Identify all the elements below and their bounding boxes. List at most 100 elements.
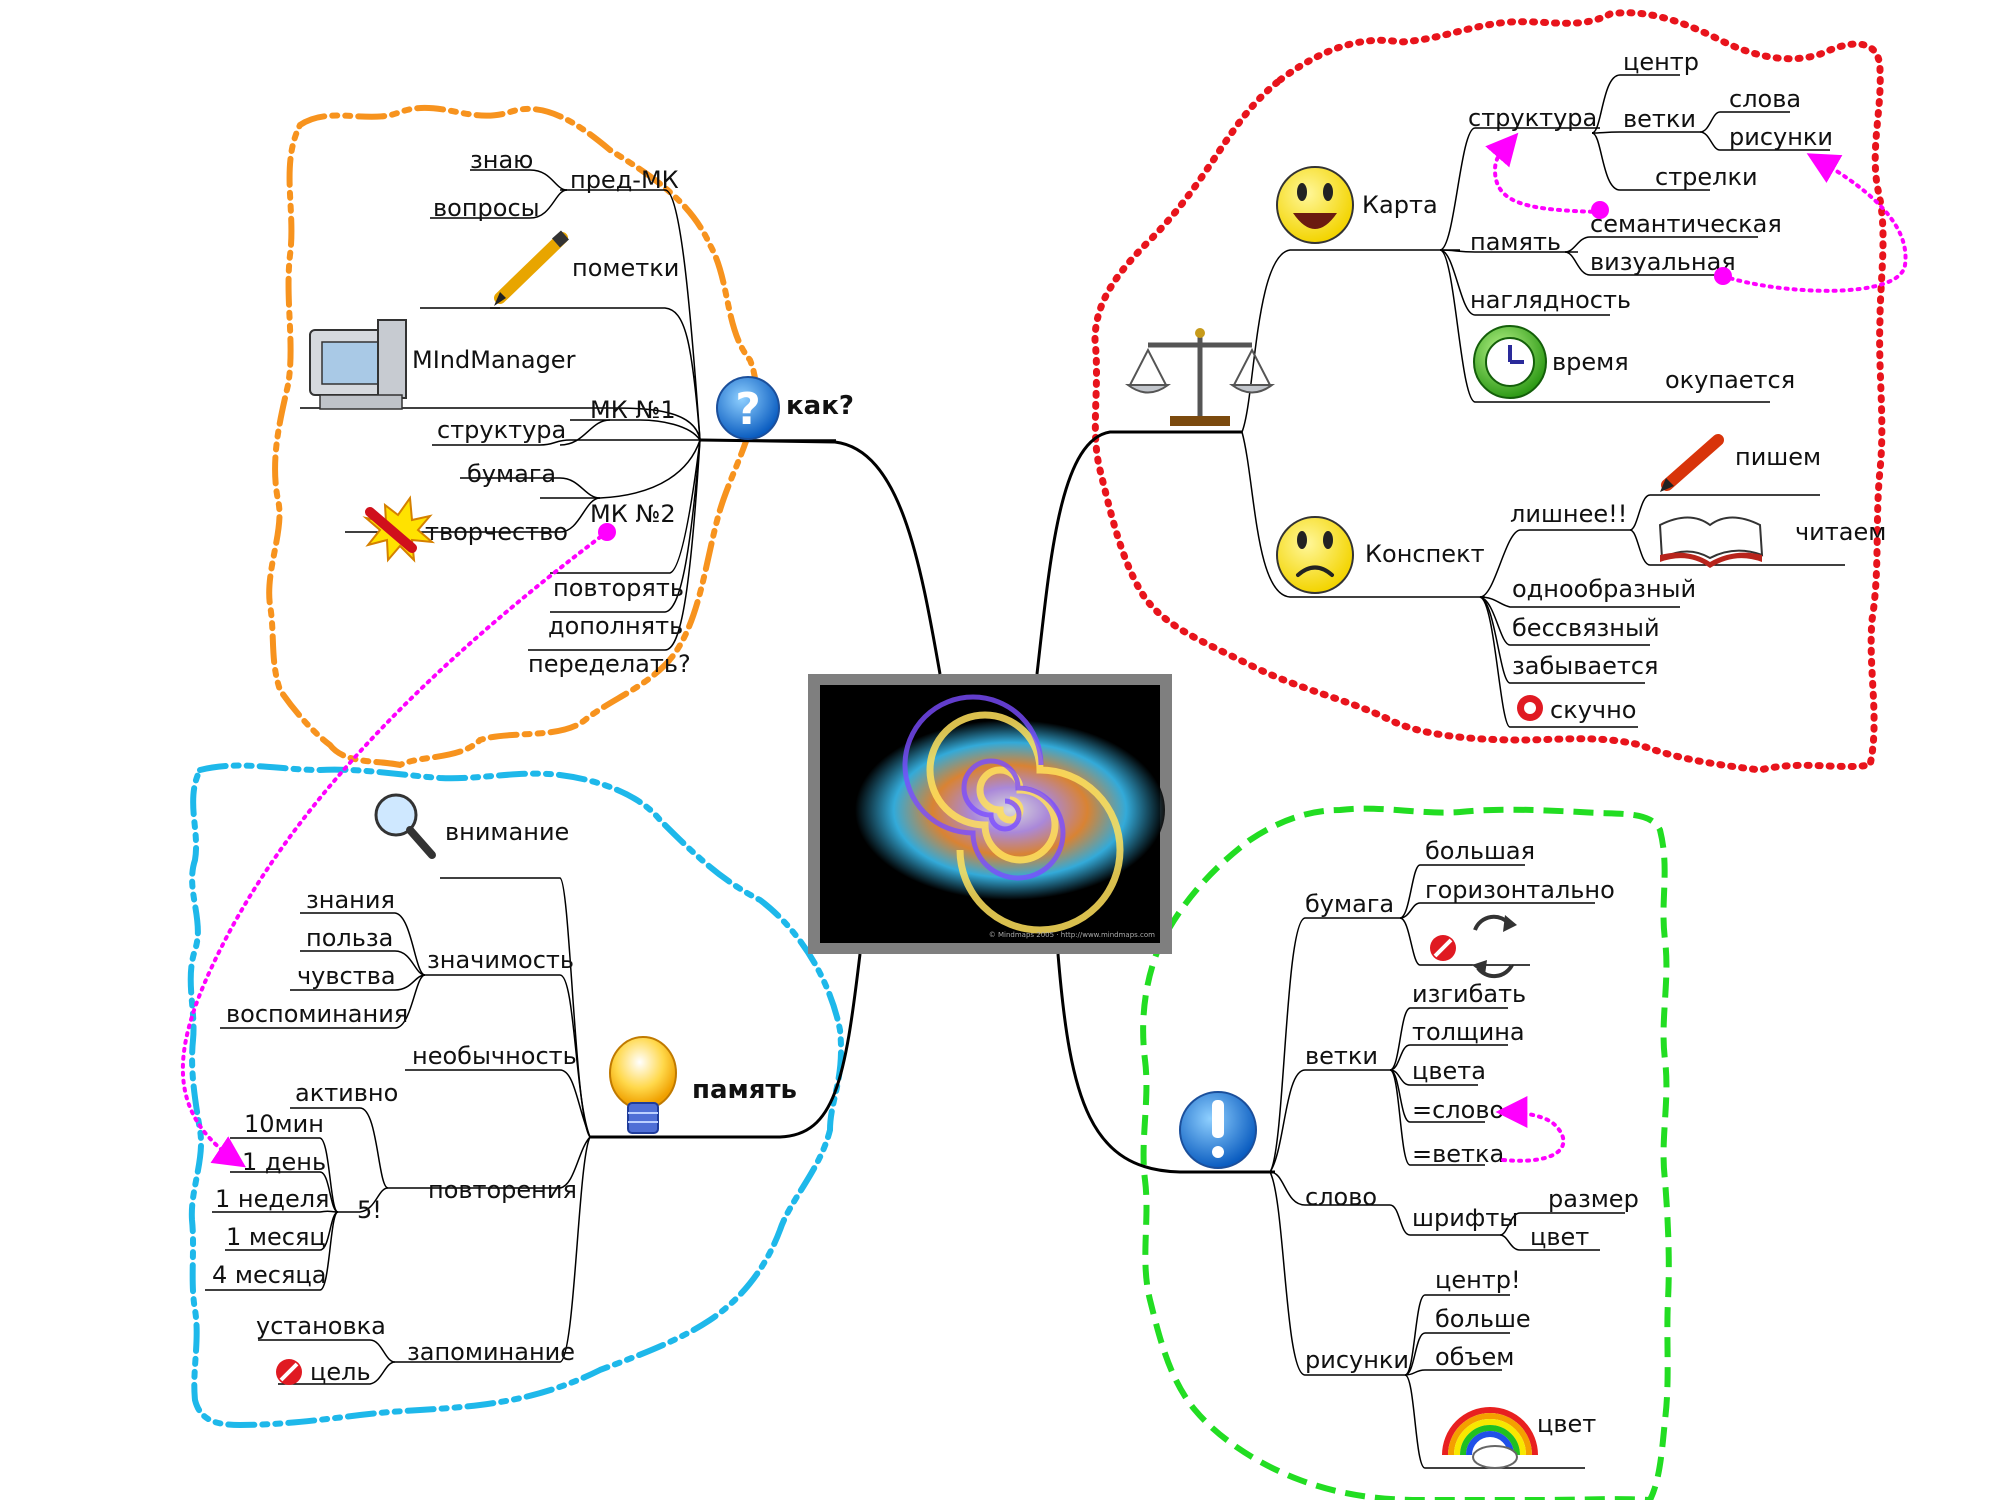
memory-memorizing[interactable]: запоминание — [407, 1338, 575, 1366]
exclamation-icon — [1179, 1091, 1257, 1169]
clock-icon — [1473, 325, 1547, 399]
how-mk1-structure[interactable]: структура — [437, 416, 566, 444]
how-redo[interactable]: переделать? — [528, 650, 691, 678]
how-mk2[interactable]: МК №2 — [590, 500, 676, 528]
pros-map-structure[interactable]: структура — [1468, 104, 1597, 132]
pros-summary-boring[interactable]: скучно — [1550, 696, 1636, 724]
pros-map-words[interactable]: слова — [1729, 85, 1801, 113]
pros-summary-write[interactable]: пишем — [1735, 443, 1821, 471]
pros-summary-forgotten[interactable]: забывается — [1512, 652, 1658, 680]
link-mk2-to-10min[interactable] — [180, 530, 609, 1168]
tips-eq-branch[interactable]: =ветка — [1412, 1140, 1504, 1168]
image-credit: © Mindmaps 2005 · http://www.mindmaps.co… — [989, 931, 1155, 939]
memory-title[interactable]: память — [692, 1075, 797, 1105]
memory-benefit[interactable]: польза — [306, 924, 393, 952]
memory-five[interactable]: 5! — [357, 1196, 382, 1224]
central-image[interactable]: © Mindmaps 2005 · http://www.mindmaps.co… — [808, 674, 1172, 954]
how-repeat[interactable]: повторять — [553, 574, 684, 602]
tips-fonts[interactable]: шрифты — [1412, 1204, 1518, 1232]
link-visual-to-pictures[interactable] — [1721, 153, 1908, 293]
firework-icon — [362, 495, 436, 563]
link-branch-to-word[interactable] — [1495, 1096, 1566, 1163]
pros-map-visual[interactable]: визуальная — [1590, 248, 1736, 276]
pros-map[interactable]: Карта — [1362, 191, 1438, 219]
map-cloud — [1091, 9, 1887, 774]
pros-map-center[interactable]: центр — [1623, 48, 1699, 76]
pros-summary-monotonous[interactable]: однообразный — [1512, 575, 1696, 603]
tips-thickness[interactable]: толщина — [1412, 1018, 1525, 1046]
how-mindmanager[interactable]: MIndManager — [412, 346, 576, 374]
tips-branch: бумага большая горизонтально ветки изгиб… — [1179, 837, 1639, 1469]
pros-map-branches[interactable]: ветки — [1623, 105, 1696, 133]
tips-paper-horizontal[interactable]: горизонтально — [1425, 876, 1615, 904]
pros-map-arrows[interactable]: стрелки — [1655, 163, 1758, 191]
memory-repetition[interactable]: повторения — [428, 1176, 577, 1204]
how-pre-mk[interactable]: пред-МК — [570, 166, 679, 194]
how-add[interactable]: дополнять — [548, 612, 683, 640]
pros-summary-excess[interactable]: лишнее!! — [1510, 500, 1627, 528]
tips-eq-word[interactable]: =слово — [1412, 1096, 1504, 1124]
memory-interval-month[interactable]: 1 месяц — [226, 1223, 326, 1251]
pros-map-time[interactable]: время — [1552, 348, 1629, 376]
pros-map-memory[interactable]: память — [1470, 228, 1561, 256]
how-connectors — [300, 169, 836, 651]
memory-goal[interactable]: цель — [310, 1358, 371, 1386]
link-semantic-to-structure[interactable] — [1485, 132, 1602, 214]
tips-bend[interactable]: изгибать — [1412, 980, 1526, 1008]
question-icon: ? — [716, 376, 780, 440]
memory-importance[interactable]: значимость — [427, 946, 574, 974]
tips-font-color[interactable]: цвет — [1530, 1223, 1589, 1251]
tips-picture-color[interactable]: цвет — [1537, 1410, 1596, 1438]
pros-connectors — [1241, 74, 1845, 728]
how-pre-mk-questions[interactable]: вопросы — [433, 194, 540, 222]
book-icon — [1658, 516, 1764, 568]
sad-face-icon — [1276, 516, 1354, 594]
how-notes[interactable]: пометки — [572, 254, 679, 282]
boring-face-icon — [1517, 695, 1543, 721]
tips-volume[interactable]: объем — [1435, 1343, 1514, 1371]
memory-recollections[interactable]: воспоминания — [226, 1000, 408, 1028]
svg-text:?: ? — [735, 384, 761, 435]
tips-pictures[interactable]: рисунки — [1305, 1346, 1409, 1374]
link-arrows — [180, 132, 1908, 1168]
how-mk1[interactable]: МК №1 — [590, 396, 676, 424]
memory-knowledge[interactable]: знания — [306, 886, 395, 914]
memory-interval-day[interactable]: 1 день — [242, 1148, 326, 1176]
pros-map-clarity[interactable]: наглядность — [1470, 286, 1631, 314]
tips-branches[interactable]: ветки — [1305, 1042, 1378, 1070]
rainbow-icon — [1442, 1407, 1538, 1469]
memory-active[interactable]: активно — [295, 1079, 398, 1107]
pros-summary-read[interactable]: читаем — [1795, 518, 1886, 546]
main-branches — [590, 430, 1275, 1174]
memory-setting[interactable]: установка — [256, 1312, 386, 1340]
pen-icon — [1660, 434, 1724, 492]
tips-size[interactable]: размер — [1548, 1185, 1639, 1213]
memory-interval-10min[interactable]: 10мин — [244, 1110, 324, 1138]
pros-map-pictures[interactable]: рисунки — [1729, 123, 1833, 151]
how-branch: ? как? пред-МК знаю вопросы пометки MInd… — [300, 146, 854, 678]
pros-summary-incoherent[interactable]: бессвязный — [1512, 614, 1660, 642]
pros-summary[interactable]: Конспект — [1365, 540, 1485, 568]
how-cloud — [266, 104, 759, 769]
pros-branch: Карта структура центр ветки слова рисунк… — [1124, 48, 1886, 728]
how-title[interactable]: как? — [786, 391, 854, 421]
tips-bigger[interactable]: больше — [1435, 1305, 1531, 1333]
memory-interval-week[interactable]: 1 неделя — [215, 1185, 330, 1213]
memory-unusual[interactable]: необычность — [412, 1042, 577, 1070]
tips-center[interactable]: центр! — [1435, 1266, 1521, 1294]
memory-branch: память внимание значимость знания польза… — [205, 793, 797, 1386]
memory-cloud — [187, 762, 844, 1429]
how-pre-mk-know[interactable]: знаю — [470, 146, 533, 174]
tips-paper-large[interactable]: большая — [1425, 837, 1535, 865]
how-mk2-creativity[interactable]: творчество — [425, 518, 568, 546]
tips-word[interactable]: слово — [1305, 1183, 1377, 1211]
how-mk2-paper[interactable]: бумага — [467, 460, 556, 488]
memory-feelings[interactable]: чувства — [297, 962, 396, 990]
pros-map-pays-off[interactable]: окупается — [1665, 366, 1795, 394]
pros-map-semantic[interactable]: семантическая — [1590, 210, 1782, 238]
memory-attention[interactable]: внимание — [445, 818, 569, 846]
tips-paper[interactable]: бумага — [1305, 890, 1394, 918]
memory-interval-4months[interactable]: 4 месяца — [212, 1261, 326, 1289]
tips-colors[interactable]: цвета — [1412, 1057, 1486, 1085]
no-rotate-icon — [1430, 935, 1456, 961]
